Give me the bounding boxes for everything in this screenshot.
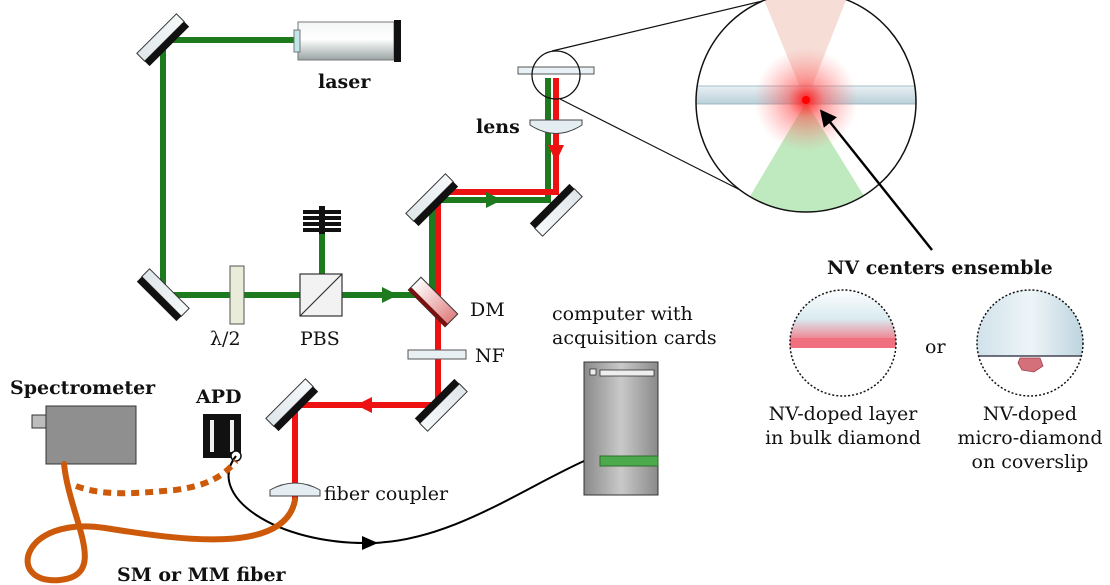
fiber-coupler-icon xyxy=(269,482,321,497)
cable-arrow xyxy=(362,536,378,550)
fiber-coupler-label: fiber coupler xyxy=(324,483,449,505)
micro-caption-line3: on coverslip xyxy=(972,451,1089,473)
or-label: or xyxy=(925,336,946,358)
zoom-line-top xyxy=(551,0,770,52)
layer-caption-line1: NV-doped layer xyxy=(769,403,919,425)
mirror-icon xyxy=(405,173,459,227)
zoom-line-bottom xyxy=(559,98,761,201)
spectrometer-label: Spectrometer xyxy=(10,377,156,399)
layer-caption-line2: in bulk diamond xyxy=(765,427,921,449)
beam-arrow-pbs-dm xyxy=(382,287,398,303)
computer-label-line2: acquisition cards xyxy=(552,327,717,349)
nv-layer-sample xyxy=(790,290,896,396)
mirror-icon xyxy=(414,378,468,432)
filter-icon xyxy=(407,349,467,360)
computer-icon xyxy=(583,361,659,496)
fiber-dashed xyxy=(74,459,239,497)
waveplate-icon xyxy=(229,265,245,325)
micro-diamond-sample xyxy=(977,290,1083,396)
pbs-label: PBS xyxy=(300,328,340,350)
dichroic-mirror-icon xyxy=(407,276,459,328)
nv-pointer-arrow xyxy=(819,109,933,251)
laser-label: laser xyxy=(318,71,371,93)
fiber-label: SM or MM fiber xyxy=(117,564,287,585)
half-wave-label: λ/2 xyxy=(210,328,241,350)
mirror-icon xyxy=(265,378,319,432)
mirror-icon xyxy=(529,183,583,237)
laser-icon xyxy=(293,20,401,62)
lens-label: lens xyxy=(476,116,520,138)
micro-caption-line2: micro-diamond xyxy=(957,427,1102,449)
beam-dump-icon xyxy=(303,206,341,234)
mirror-icon xyxy=(136,13,190,67)
beam-splitter-icon xyxy=(299,273,343,317)
computer-label-line1: computer with xyxy=(552,303,693,325)
nf-label: NF xyxy=(475,345,505,367)
beam-arrow-red-left xyxy=(356,397,372,413)
zoom-circle xyxy=(695,0,917,213)
micro-caption-line1: NV-doped xyxy=(983,403,1077,425)
zoom-view xyxy=(696,0,916,212)
lens-icon xyxy=(529,119,583,134)
beam-arrow-to-objective xyxy=(486,192,502,208)
mirror-icon xyxy=(136,268,190,322)
zoom-origin-circle xyxy=(531,50,581,100)
nv-ensemble-label: NV centers ensemble xyxy=(827,257,1053,279)
micro-diamond-circle xyxy=(976,289,1084,397)
nv-layer-circle xyxy=(789,289,897,397)
dm-label: DM xyxy=(470,299,505,321)
coverslip-icon xyxy=(517,66,595,75)
fiber-solid xyxy=(24,461,298,584)
apd-icon xyxy=(203,414,242,462)
spectrometer-icon xyxy=(31,405,137,465)
apd-label: APD xyxy=(195,386,242,408)
beam-arrow-red-down xyxy=(548,145,564,162)
